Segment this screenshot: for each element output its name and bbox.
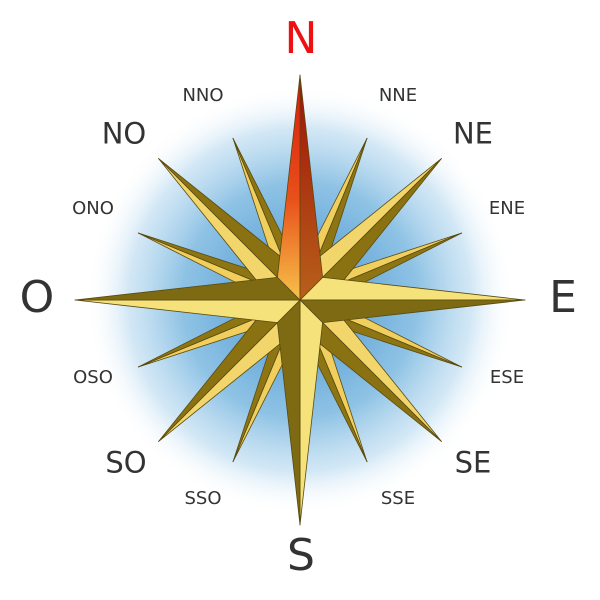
label-east: E	[549, 272, 577, 323]
label-southeast: SE	[454, 445, 492, 480]
label-nno: NNO	[182, 85, 224, 106]
label-ese: ESE	[489, 367, 525, 388]
label-sse: SSE	[380, 488, 416, 509]
label-northeast: NE	[452, 116, 494, 151]
label-north: N	[284, 13, 318, 64]
point-n-dark	[299, 74, 324, 301]
label-nne: NNE	[378, 85, 418, 106]
label-sso: SSO	[184, 488, 222, 509]
label-west: O	[19, 272, 55, 323]
label-south: S	[287, 530, 315, 581]
compass-points	[74, 74, 526, 526]
label-oso: OSO	[73, 367, 113, 388]
label-ono: ONO	[72, 198, 114, 219]
label-southwest: SO	[105, 445, 147, 480]
label-northwest: NO	[101, 116, 147, 151]
label-ene: ENE	[488, 198, 526, 219]
